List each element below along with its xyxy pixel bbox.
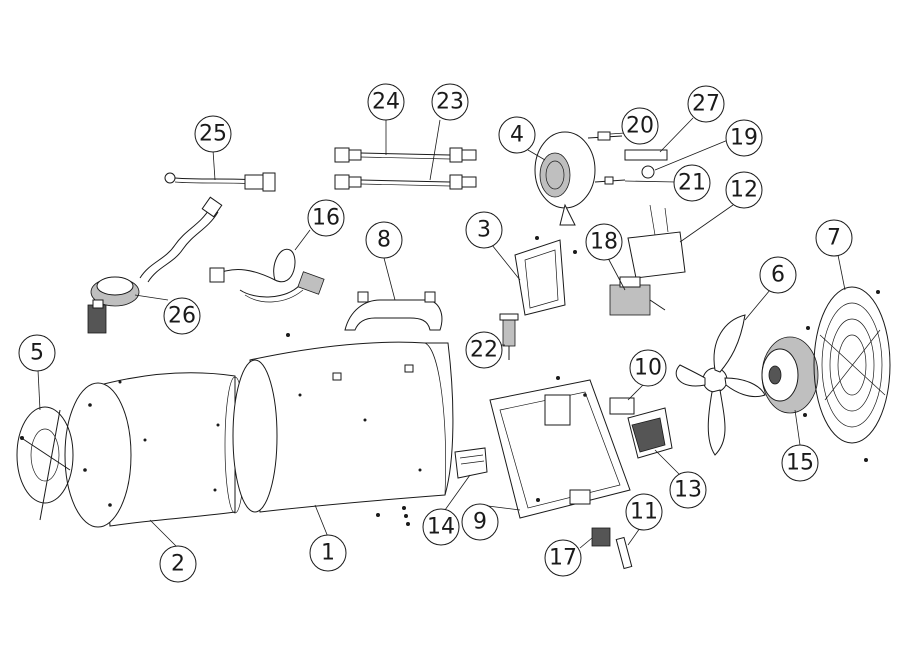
callout-16: 16 <box>307 199 345 237</box>
callout-label: 7 <box>827 226 841 251</box>
part-handle <box>344 291 443 331</box>
callout-label: 4 <box>510 123 524 148</box>
callout-label: 18 <box>590 230 618 255</box>
part-regulator-hose <box>87 196 223 334</box>
part-gas-valve <box>609 276 666 316</box>
callout-label: 15 <box>786 451 814 476</box>
part-control-box <box>627 204 686 279</box>
part-cover-plate <box>627 407 673 459</box>
callout-20: 20 <box>621 107 659 145</box>
callout-22: 22 <box>465 331 503 369</box>
callout-18: 18 <box>585 223 623 261</box>
part-igniter <box>499 313 519 360</box>
part-power-cord <box>209 248 325 303</box>
part-wire-harness-24 <box>334 147 477 163</box>
callout-23: 23 <box>431 83 469 121</box>
callout-10: 10 <box>629 349 667 387</box>
callout-12: 12 <box>725 171 763 209</box>
part-bracket <box>514 236 577 316</box>
callout-2: 2 <box>159 545 197 583</box>
callout-label: 2 <box>171 552 185 577</box>
screws <box>286 326 810 526</box>
part-fan-guard <box>813 286 891 462</box>
part-mount-plate <box>624 149 668 161</box>
callout-label: 14 <box>427 515 455 540</box>
part-burner-head <box>534 131 596 226</box>
callout-1: 1 <box>309 534 347 572</box>
part-thermocouple <box>594 176 626 185</box>
callout-label: 12 <box>730 178 758 203</box>
callout-label: 5 <box>30 341 44 366</box>
callout-5: 5 <box>18 334 56 372</box>
part-wire-harness-23 <box>334 174 477 190</box>
leader-lines <box>37 117 846 549</box>
part-rear-guard <box>16 406 74 521</box>
callout-4: 4 <box>498 116 536 154</box>
part-ground-cable <box>164 172 276 192</box>
callout-label: 6 <box>771 263 785 288</box>
callout-label: 25 <box>199 122 227 147</box>
callout-3: 3 <box>465 211 503 249</box>
callout-label: 19 <box>730 126 758 151</box>
callout-label: 24 <box>372 90 400 115</box>
callout-label: 20 <box>626 114 654 139</box>
callout-14: 14 <box>422 508 460 546</box>
part-front-shell <box>232 341 454 513</box>
callout-label: 22 <box>470 338 498 363</box>
callout-label: 10 <box>634 356 662 381</box>
callout-label: 3 <box>477 218 491 243</box>
callout-7: 7 <box>815 219 853 257</box>
callout-17: 17 <box>544 539 582 577</box>
callout-label: 23 <box>436 90 464 115</box>
callout-label: 1 <box>321 541 335 566</box>
callout-6: 6 <box>759 256 797 294</box>
part-terminal-block <box>609 397 635 415</box>
callout-label: 13 <box>674 478 702 503</box>
part-base-frame <box>489 376 631 519</box>
callout-15: 15 <box>781 444 819 482</box>
callout-label: 21 <box>678 171 706 196</box>
part-motor <box>761 336 819 414</box>
part-electrode <box>587 131 623 141</box>
callout-19: 19 <box>725 119 763 157</box>
callout-label: 9 <box>473 510 487 535</box>
callout-27: 27 <box>687 85 725 123</box>
callout-label: 8 <box>377 228 391 253</box>
callout-9: 9 <box>461 503 499 541</box>
callout-label: 16 <box>312 206 340 231</box>
callout-21: 21 <box>673 164 711 202</box>
part-rear-shell <box>64 372 246 528</box>
callout-label: 27 <box>692 92 720 117</box>
callout-11: 11 <box>625 493 663 531</box>
part-foot <box>454 447 488 479</box>
callout-label: 11 <box>630 500 658 525</box>
callout-25: 25 <box>194 115 232 153</box>
callout-26: 26 <box>163 297 201 335</box>
part-fan-blade <box>675 314 766 456</box>
part-sensor <box>641 165 655 179</box>
part-switch <box>591 527 611 547</box>
callout-label: 26 <box>168 304 196 329</box>
callout-24: 24 <box>367 83 405 121</box>
callout-label: 17 <box>549 546 577 571</box>
part-rod <box>615 536 633 570</box>
callout-8: 8 <box>365 221 403 259</box>
callout-13: 13 <box>669 471 707 509</box>
